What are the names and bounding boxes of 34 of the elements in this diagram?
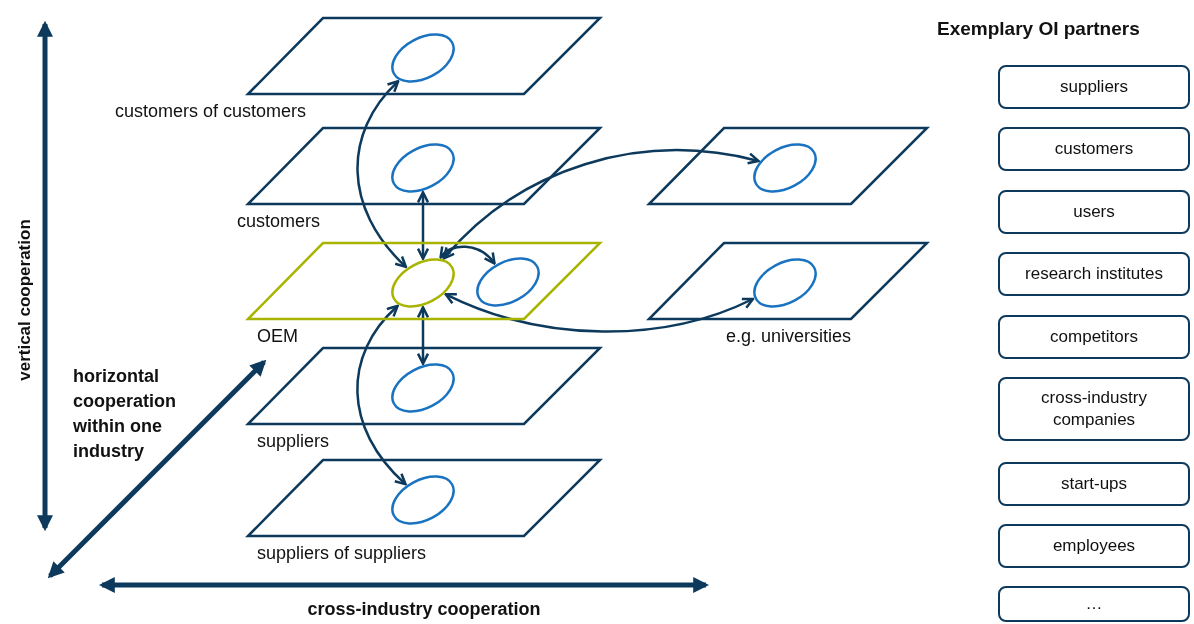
ellipse-outline bbox=[750, 143, 820, 193]
partner-card: … bbox=[998, 586, 1190, 622]
layer-label: customers bbox=[237, 211, 321, 231]
partner-card: start-ups bbox=[998, 462, 1190, 506]
layer-label: suppliers bbox=[257, 431, 330, 451]
double-headed-arrow bbox=[439, 245, 496, 265]
ellipse-outline bbox=[388, 33, 458, 83]
double-headed-arrow bbox=[356, 304, 407, 486]
ellipse-outline bbox=[388, 258, 458, 308]
axis-label: horizontal cooperation within one industry bbox=[73, 365, 177, 463]
double-headed-arrow bbox=[442, 149, 760, 260]
double-headed-arrow bbox=[416, 306, 430, 365]
partner-card: suppliers bbox=[998, 65, 1190, 109]
partner-card: users bbox=[998, 190, 1190, 234]
partner-card: cross-industry companies bbox=[998, 377, 1190, 441]
ellipse-outline bbox=[388, 143, 458, 193]
layer-label: OEM bbox=[257, 326, 298, 346]
double-headed-arrow bbox=[356, 79, 408, 269]
ellipse-outline bbox=[750, 258, 820, 308]
double-headed-arrow bbox=[444, 292, 755, 333]
ellipse-outline bbox=[388, 363, 458, 413]
double-headed-arrow bbox=[416, 191, 430, 260]
list-heading: Exemplary OI partners bbox=[937, 18, 1141, 40]
ellipse-outline bbox=[473, 257, 543, 307]
partner-card: research institutes bbox=[998, 252, 1190, 296]
partner-card: competitors bbox=[998, 315, 1190, 359]
layer-label: e.g. universities bbox=[726, 326, 852, 346]
layer-label: customers of customers bbox=[115, 101, 307, 121]
axis-label: cross-industry cooperation bbox=[306, 598, 542, 620]
partner-card: customers bbox=[998, 127, 1190, 171]
axis-label: vertical cooperation bbox=[15, 219, 35, 381]
partner-card: employees bbox=[998, 524, 1190, 568]
layer-label: suppliers of suppliers bbox=[257, 543, 427, 563]
ellipse-outline bbox=[388, 475, 458, 525]
